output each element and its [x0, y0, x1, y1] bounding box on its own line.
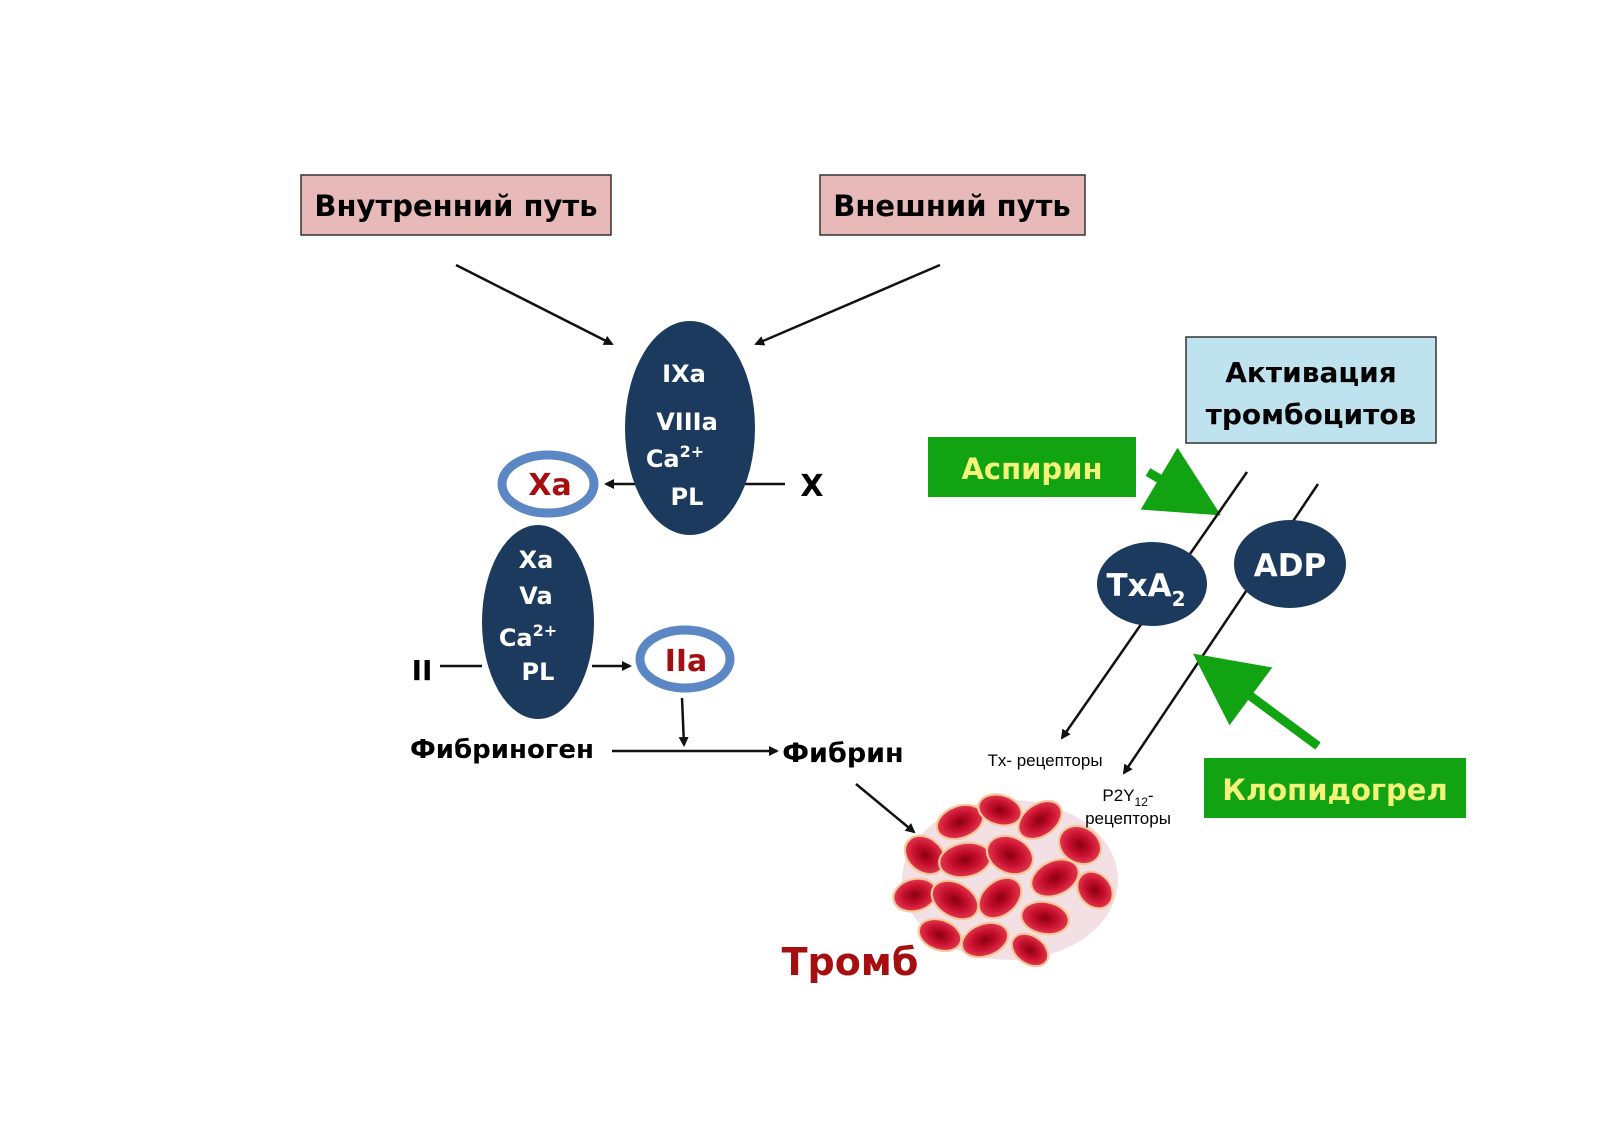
clopidogrel-label: Клопидогрел	[1222, 773, 1447, 807]
factor-xa-label: Xa	[528, 468, 571, 503]
aspirin-label: Аспирин	[961, 452, 1102, 486]
tenase-calcium: Ca2+	[646, 442, 704, 473]
factor-ii-label: II	[412, 654, 433, 687]
fibrin-label: Фибрин	[782, 738, 903, 769]
platelet-activation-line2: тромбоцитов	[1206, 398, 1417, 431]
tenase-viiia: VIIIa	[656, 408, 718, 436]
intrinsic-to-tenase-arrow	[455, 263, 614, 346]
txa2-label: TxA2	[1106, 568, 1185, 611]
p2y12-receptors-line2: рецепторы	[1085, 809, 1171, 828]
extrinsic-pathway-label: Внешний путь	[833, 189, 1070, 223]
prothrombinase-calcium: Ca2+	[499, 621, 557, 652]
intrinsic-pathway-box: Внутренний путь	[300, 174, 612, 236]
tenase-pl: PL	[671, 483, 704, 511]
factor-iia-label: IIa	[665, 644, 708, 679]
platelet-activation-line1: Активация	[1225, 356, 1397, 389]
prothrombinase-va: Va	[519, 582, 552, 610]
prothrombinase-xa: Xa	[519, 546, 554, 574]
thrombus-image	[892, 793, 1118, 968]
txa2-node: TxA2	[1097, 542, 1207, 626]
aspirin-arrow	[1140, 447, 1221, 516]
platelet-activation-box: Активация тромбоцитов	[1185, 336, 1437, 444]
clopidogrel-arrow	[1193, 653, 1321, 750]
factor-x-label: X	[800, 469, 823, 504]
p2y12-receptors-line1: P2Y12-	[1102, 786, 1153, 809]
intrinsic-pathway-label: Внутренний путь	[314, 189, 597, 223]
extrinsic-pathway-box: Внешний путь	[819, 174, 1086, 236]
iia-to-fibrin-arrow	[678, 697, 689, 747]
tenase-ixa: IXa	[662, 360, 706, 388]
fibrinogen-label: Фибриноген	[410, 735, 594, 765]
extrinsic-to-tenase-arrow	[754, 263, 941, 346]
adp-label: ADP	[1254, 548, 1326, 584]
prothrombinase-pl: PL	[522, 658, 555, 686]
clopidogrel-box: Клопидогрел	[1204, 758, 1466, 818]
tx-receptors-label: Tx- рецепторы	[987, 751, 1102, 770]
tenase-complex: IXa VIIIa Ca2+ PL	[625, 321, 755, 535]
aspirin-box: Аспирин	[928, 437, 1136, 497]
prothrombinase-complex: Xa Va Ca2+ PL	[482, 525, 594, 719]
adp-node: ADP	[1234, 520, 1346, 608]
thrombus-label: Тромб	[782, 940, 919, 984]
factor-xa-ring: Xa	[497, 450, 599, 518]
factor-iia-ring: IIa	[635, 625, 735, 693]
fibrin-to-thrombus-arrow	[855, 783, 916, 834]
